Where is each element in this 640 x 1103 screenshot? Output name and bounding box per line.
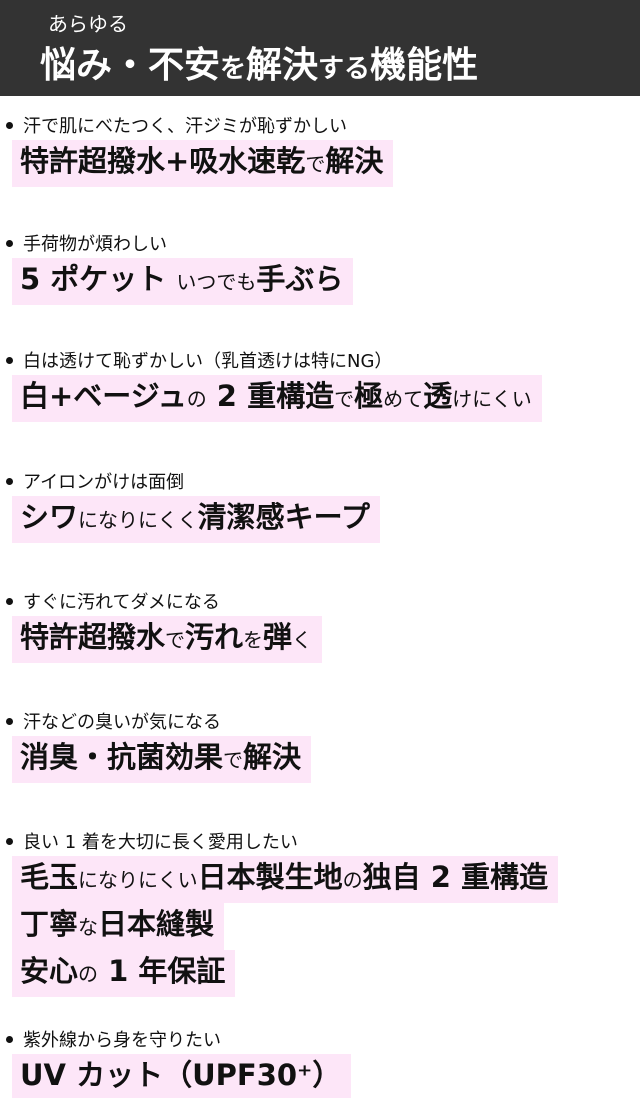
text-segment: 1 年保証: [98, 954, 226, 988]
concern-text: 良い 1 着を大切に長く愛用したい: [4, 828, 298, 854]
text-segment: 白+ベージュ: [20, 379, 187, 413]
bullet-icon: [6, 1036, 13, 1043]
concern-text: アイロンがけは面倒: [4, 468, 184, 494]
concern-label: 紫外線から身を守りたい: [23, 1030, 221, 1051]
text-segment: で: [165, 628, 186, 652]
text-segment: で: [305, 152, 326, 176]
text-segment: になりにくい: [78, 868, 198, 892]
text-segment: の: [78, 962, 99, 986]
text-segment: いつでも: [176, 270, 257, 294]
solution: 白+ベージュの 2 重構造で極めて透けにくい: [12, 375, 542, 422]
text-segment: 手ぶら: [256, 262, 344, 296]
solution-highlight: シワになりにくく清潔感キープ: [12, 496, 380, 543]
solution-highlight: 丁寧な日本縫製: [12, 903, 225, 950]
solution-highlight: 5 ポケット いつでも手ぶら: [12, 258, 354, 305]
text-segment: 清潔感キープ: [197, 500, 370, 534]
text-segment: 弾: [263, 620, 293, 654]
text-segment: 丁寧: [20, 907, 79, 941]
concern-text: 紫外線から身を守りたい: [4, 1026, 221, 1052]
text-segment: けにくい: [452, 387, 532, 411]
text-segment: 5 ポケット: [20, 262, 177, 296]
solution: 毛玉になりにくい日本製生地の独自 2 重構造丁寧な日本縫製安心の 1 年保証: [12, 856, 559, 997]
concern-label: アイロンがけは面倒: [23, 472, 185, 493]
text-segment: の: [186, 387, 207, 411]
text-segment: の: [342, 868, 363, 892]
text-segment: 機能性: [370, 45, 479, 86]
text-segment: 毛玉: [20, 860, 79, 894]
text-segment: を: [243, 628, 264, 652]
concern-text: すぐに汚れてダメになる: [4, 588, 220, 614]
header-title: 悩み・不安を解決する機能性: [40, 36, 478, 88]
text-segment: 極: [354, 379, 384, 413]
text-segment: 2 重構造: [206, 379, 335, 413]
concern-label: すぐに汚れてダメになる: [23, 592, 220, 613]
text-segment: な: [78, 915, 99, 939]
solution: シワになりにくく清潔感キープ: [12, 496, 380, 543]
text-segment: 特許超撥水+吸水速乾: [20, 144, 306, 178]
text-segment: になりにくく: [78, 508, 198, 532]
concern-label: 白は透けて恥ずかしい（乳首透けは特にNG）: [23, 351, 393, 372]
solution-highlight: 毛玉になりにくい日本製生地の独自 2 重構造: [12, 856, 559, 903]
solution-highlight: 特許超撥水で汚れを弾く: [12, 616, 323, 663]
text-segment: 解決: [325, 144, 384, 178]
solution-highlight: 白+ベージュの 2 重構造で極めて透けにくい: [12, 375, 542, 422]
bullet-icon: [6, 122, 13, 129]
text-segment: 独自 2 重構造: [362, 860, 549, 894]
header-banner: あらゆる 悩み・不安を解決する機能性: [0, 0, 640, 96]
text-segment: 解決: [243, 740, 302, 774]
text-segment: で: [223, 748, 244, 772]
solution: UV カット（UPF30⁺）: [12, 1054, 352, 1098]
solution: 特許超撥水+吸水速乾で解決: [12, 140, 394, 187]
text-segment: で: [334, 387, 355, 411]
bullet-icon: [6, 838, 13, 845]
solution-highlight: UV カット（UPF30⁺）: [12, 1054, 352, 1098]
bullet-icon: [6, 718, 13, 725]
text-segment: 特許超撥水: [20, 620, 166, 654]
text-segment: 安心: [20, 954, 79, 988]
concern-label: 汗などの臭いが気になる: [23, 712, 221, 733]
text-segment: く: [292, 628, 313, 652]
text-segment: を: [220, 54, 247, 84]
bullet-icon: [6, 478, 13, 485]
solution-highlight: 特許超撥水+吸水速乾で解決: [12, 140, 394, 187]
solution: 消臭・抗菌効果で解決: [12, 736, 312, 783]
text-segment: 消臭・抗菌効果: [20, 740, 224, 774]
solution: 5 ポケット いつでも手ぶら: [12, 258, 354, 305]
concern-text: 白は透けて恥ずかしい（乳首透けは特にNG）: [4, 347, 392, 373]
text-segment: めて: [383, 387, 424, 411]
text-segment: 透: [423, 379, 453, 413]
bullet-icon: [6, 598, 13, 605]
solution-highlight: 安心の 1 年保証: [12, 950, 236, 997]
solution: 特許超撥水で汚れを弾く: [12, 616, 323, 663]
concern-text: 汗で肌にべたつく、汗ジミが恥ずかしい: [4, 112, 347, 138]
bullet-icon: [6, 357, 13, 364]
solution-highlight: 消臭・抗菌効果で解決: [12, 736, 312, 783]
text-segment: する: [318, 54, 371, 84]
concern-text: 汗などの臭いが気になる: [4, 708, 221, 734]
concern-label: 手荷物が煩わしい: [23, 234, 167, 255]
text-segment: 日本製生地: [197, 860, 343, 894]
concern-label: 汗で肌にべたつく、汗ジミが恥ずかしい: [23, 116, 347, 137]
text-segment: 悩み・不安: [40, 45, 221, 86]
text-segment: 日本縫製: [98, 907, 215, 941]
text-segment: UV カット（UPF30⁺）: [20, 1058, 342, 1092]
text-segment: 解決: [246, 45, 319, 86]
text-segment: 汚れ: [185, 620, 244, 654]
concern-text: 手荷物が煩わしい: [4, 230, 167, 256]
text-segment: シワ: [20, 500, 79, 534]
bullet-icon: [6, 240, 13, 247]
concern-label: 良い 1 着を大切に長く愛用したい: [23, 832, 298, 853]
header-pretitle: あらゆる: [48, 12, 128, 36]
